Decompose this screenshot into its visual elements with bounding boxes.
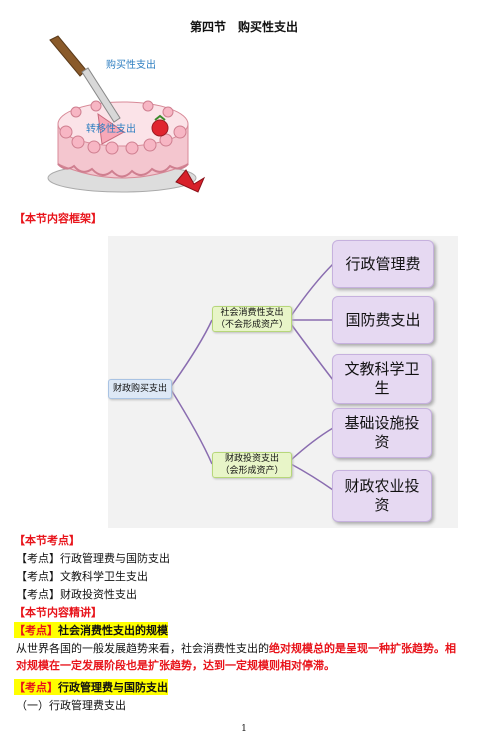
node-education-science-health: 文教科学卫生 (332, 354, 432, 404)
node-admin-expenses: 行政管理费 (332, 240, 434, 288)
node-social-consumption-line2: （不会形成资产） (215, 320, 288, 330)
section2-tag: 【考点】 (14, 681, 58, 694)
diagram-connectors (169, 263, 334, 491)
cake-illustration (47, 35, 206, 193)
node-fiscal-investment-line1: 财政投资支出 (224, 454, 279, 464)
node-defense-expenses-label: 国防费支出 (345, 310, 421, 329)
section1-title: 社会消费性支出的规模 (58, 624, 168, 637)
page-number: 1 (241, 724, 247, 734)
label-transfer-expenditure: 转移性支出 (86, 124, 136, 135)
node-admin-expenses-label: 行政管理费 (345, 254, 421, 273)
jingjiang-heading: 【本节内容精讲】 (14, 606, 102, 619)
section1-paragraph-emphasis: 绝对规模总的是呈现一种扩张趋势。相对规模在一定发展阶段也是扩张趋势，达到一定规模… (16, 642, 456, 672)
section1-paragraph: 从世界各国的一般发展趋势来看，社会消费性支出的绝对规模总的是呈现一种扩张趋势。相… (16, 640, 456, 674)
node-infrastructure-investment: 基础设施投资 (332, 408, 432, 458)
node-fiscal-investment: 财政投资支出 （会形成资产） (212, 452, 292, 478)
page-title: 第四节 购买性支出 (189, 20, 298, 34)
node-root-fiscal-purchase: 财政购买支出 (108, 379, 172, 399)
node-social-consumption-line1: 社会消费性支出 (220, 308, 284, 318)
section1-heading: 【考点】社会消费性支出的规模 (14, 622, 168, 638)
section2-subheading: （一）行政管理费支出 (16, 699, 126, 712)
framework-heading: 【本节内容框架】 (14, 212, 102, 225)
node-education-science-health-label: 文教科学卫生 (344, 360, 420, 397)
section1-tag: 【考点】 (14, 624, 58, 637)
expenditure-diagram: 财政购买支出 社会消费性支出 （不会形成资产） 财政投资支出 （会形成资产） 行… (108, 236, 458, 528)
kaodian-item-1: 【考点】行政管理费与国防支出 (16, 552, 170, 565)
kaodian-heading: 【本节考点】 (14, 534, 80, 547)
section2-title: 行政管理费与国防支出 (58, 681, 168, 694)
node-fiscal-investment-line2: （会形成资产） (220, 466, 284, 476)
section1-paragraph-plain: 从世界各国的一般发展趋势来看，社会消费性支出的 (16, 642, 269, 655)
kaodian-item-2: 【考点】文教科学卫生支出 (16, 570, 148, 583)
section2-heading: 【考点】行政管理费与国防支出 (14, 679, 168, 695)
node-agriculture-investment: 财政农业投资 (332, 470, 432, 522)
label-purchase-expenditure: 购买性支出 (106, 60, 156, 71)
kaodian-item-3: 【考点】财政投资性支出 (16, 588, 137, 601)
node-agriculture-investment-label: 财政农业投资 (344, 477, 420, 514)
node-social-consumption: 社会消费性支出 （不会形成资产） (212, 306, 292, 332)
node-infrastructure-investment-label: 基础设施投资 (344, 414, 420, 451)
node-defense-expenses: 国防费支出 (332, 296, 434, 344)
